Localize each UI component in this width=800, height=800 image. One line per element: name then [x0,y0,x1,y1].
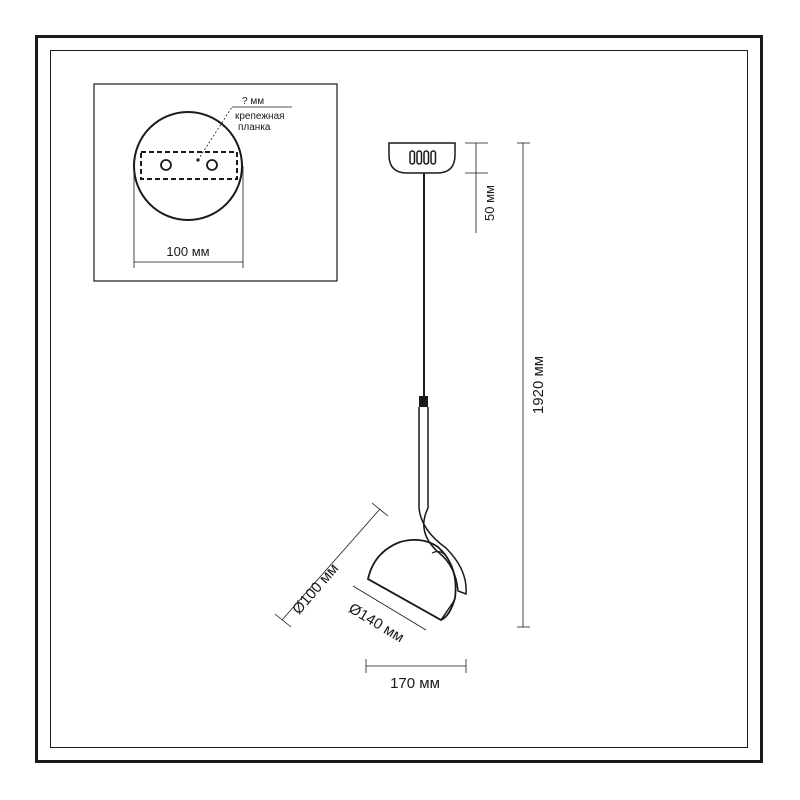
diameter-large-label: Ø140 мм [346,600,407,646]
shade-joint [431,550,447,557]
inner-frame [50,50,748,748]
canopy-circle [133,111,243,221]
total-height-label: 1920 мм [530,356,547,414]
canopy [388,142,456,174]
mount-hole-right [206,159,218,171]
shade-rim [367,578,455,621]
diameter-small-tick [274,613,292,628]
bracket-label-line1: крепежная [235,111,285,122]
diameter-small-tick [371,502,389,517]
mounting-bracket [140,151,238,180]
bracket-label-line2: планка [238,122,271,133]
canopy-vent [430,150,437,165]
canopy-vent [423,150,430,165]
bracket-leader [197,106,233,161]
diameter-small-label: Ø100 мм [289,560,342,618]
inset-box [93,83,338,282]
canopy-height-label: 50 мм [482,185,497,221]
inset-diameter-label: 100 мм [166,244,209,259]
width-label: 170 мм [390,675,440,692]
cable-clamp [419,396,428,407]
outer-frame [35,35,763,763]
lamp-shade [366,538,457,622]
diameter-small-dim-line [281,508,381,621]
canopy-vent [409,150,416,165]
canopy-vent [416,150,423,165]
mount-hole-left [160,159,172,171]
size-unknown-label: ? мм [242,96,264,107]
diameter-large-dim-line [352,585,427,631]
lamp-arm [418,407,467,596]
